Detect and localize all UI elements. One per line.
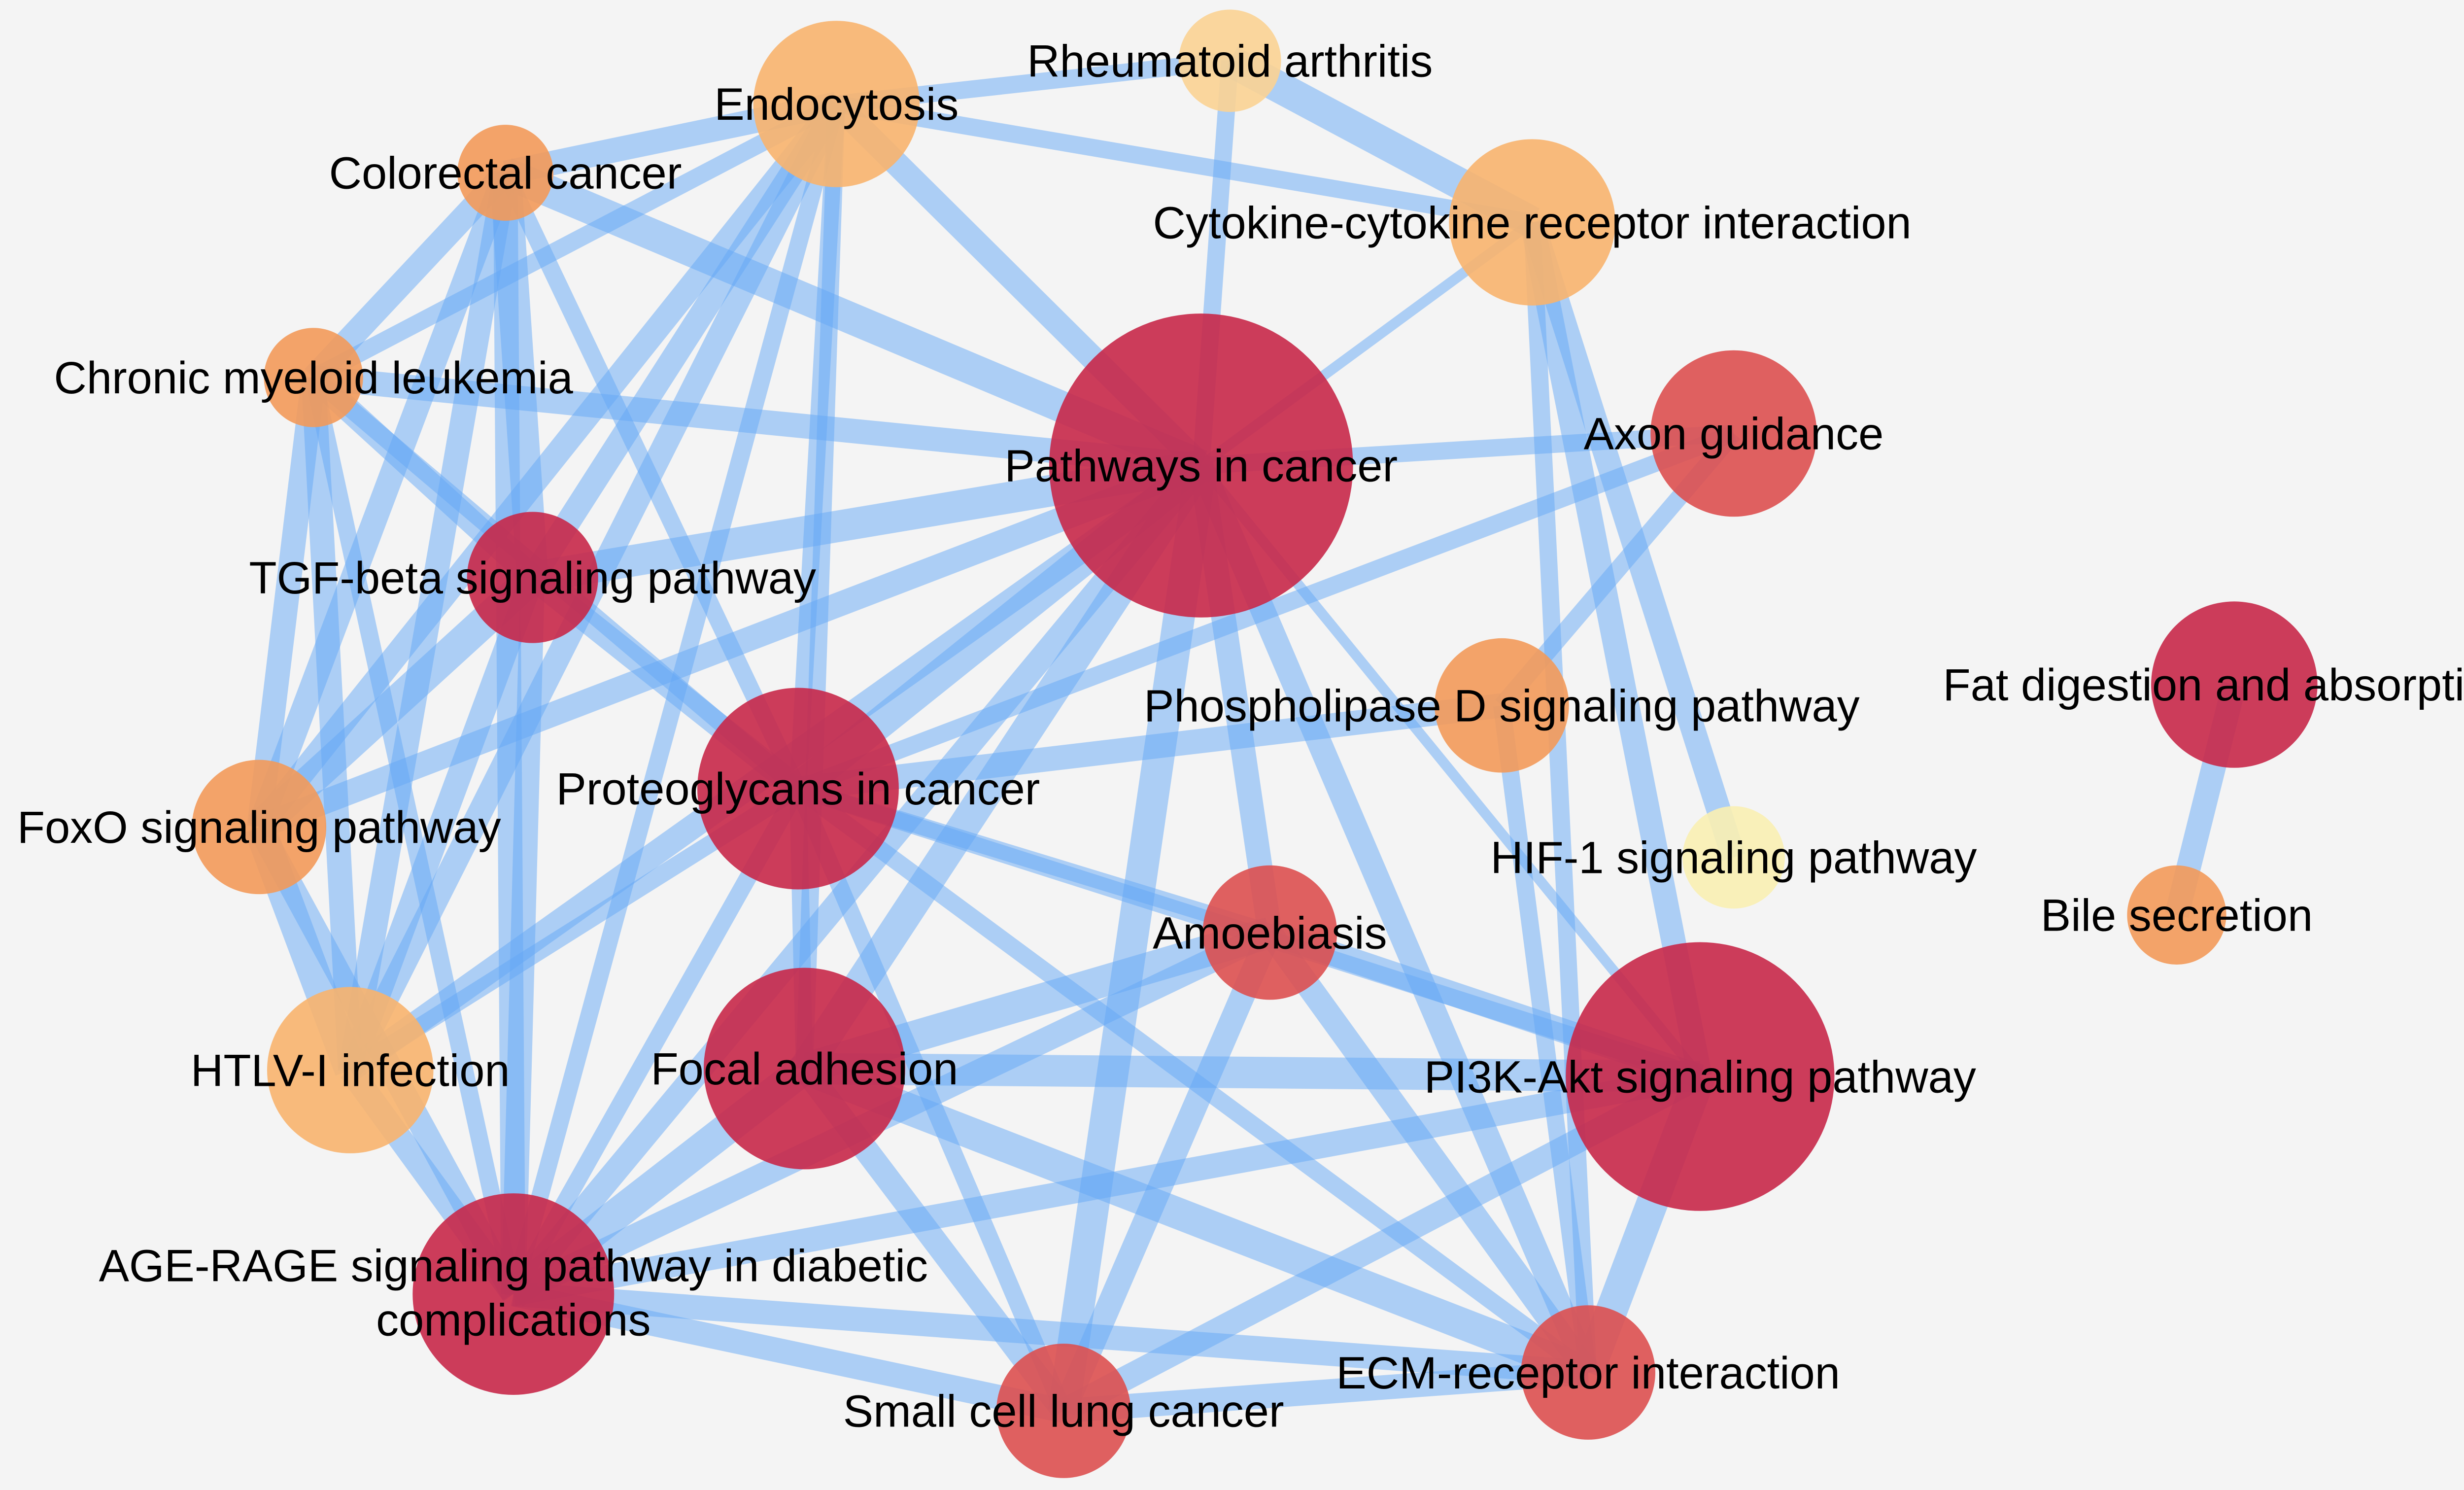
edge-cml-htlv (301, 377, 363, 1071)
edge-cytokine-pi3k (1520, 220, 1712, 1079)
edge-axon-proteo (795, 425, 1737, 797)
edge-colorectal-htlv (338, 171, 517, 1073)
node-label-tgf: TGF-beta signaling pathway (249, 553, 816, 603)
labels-layer: Endocytosis Rheumatoid arthritisColorecta… (17, 36, 2464, 1437)
edge-colorectal-proteo (497, 169, 806, 793)
node-label-amoeb: Amoebiasis (1153, 908, 1387, 958)
node-pld[interactable] (1435, 638, 1569, 773)
edge-ecm-sclc (1062, 1360, 1589, 1423)
node-label-cytokine: Cytokine-cytokine receptor interaction (1153, 198, 1912, 248)
node-ecm[interactable] (1521, 1305, 1655, 1440)
nodes-layer (192, 9, 2318, 1478)
edge-pathways-sclc (1048, 463, 1217, 1414)
node-label-pathways: Pathways in cancer (1004, 441, 1398, 491)
node-label-endocytosis: Endocytosis (714, 79, 958, 130)
edge-endocytosis-foxo (249, 96, 846, 835)
node-label-htlv: HTLV-I infection (191, 1045, 510, 1096)
edge-pathways-foxo (254, 454, 1206, 839)
node-label-bile: Bile secretion (2041, 891, 2313, 941)
edge-amoeb-ecm (1260, 925, 1598, 1380)
node-label-sclc: Small cell lung cancer (843, 1386, 1284, 1437)
edges-layer (244, 47, 2246, 1423)
node-endocytosis[interactable] (753, 21, 920, 187)
node-pathways[interactable] (1049, 313, 1353, 618)
node-cml[interactable] (264, 328, 363, 427)
node-amoeb[interactable] (1202, 865, 1337, 1000)
node-foxo[interactable] (192, 760, 327, 895)
edge-colorectal-foxo (247, 168, 517, 832)
node-label-colorectal: Colorectal cancer (329, 148, 682, 199)
node-label-pld: Phospholipase D signaling pathway (1144, 681, 1860, 731)
node-bile[interactable] (2127, 865, 2226, 965)
node-pi3k[interactable] (1566, 942, 1835, 1211)
edge-cytokine-ecm (1523, 222, 1597, 1373)
node-proteo[interactable] (697, 688, 899, 890)
node-label-ecm: ECM-receptor interaction (1336, 1348, 1840, 1398)
node-label-hif: HIF-1 signaling pathway (1491, 833, 1977, 883)
edge-focal-ecm (798, 1054, 1594, 1387)
edge-pld-ecm (1493, 704, 1597, 1374)
edge-cml-foxo (247, 376, 326, 829)
edge-tgf-age (501, 577, 545, 1295)
node-label-foxo: FoxO signaling pathway (17, 802, 501, 853)
node-label-rheumatoid: Rheumatoid arthritis (1027, 36, 1433, 87)
node-cytokine[interactable] (1449, 139, 1615, 306)
node-tgf[interactable] (467, 512, 598, 643)
node-label-line: AGE-RAGE signaling pathway in diabetic (99, 1241, 928, 1291)
node-fat[interactable] (2151, 601, 2318, 768)
edge-pathways-age (504, 457, 1211, 1302)
node-label-proteo: Proteoglycans in cancer (556, 764, 1040, 814)
node-htlv[interactable] (267, 987, 434, 1153)
node-colorectal[interactable] (457, 125, 553, 221)
node-label-pi3k: PI3K-Akt signaling pathway (1424, 1052, 1976, 1102)
edge-endocytosis-cytokine (835, 95, 1534, 231)
node-age[interactable] (412, 1193, 615, 1395)
edge-cml-age (305, 376, 522, 1296)
edge-pld-proteo (796, 693, 1504, 801)
edge-endocytosis-cml (309, 96, 841, 385)
node-axon[interactable] (1650, 350, 1817, 517)
node-label-focal: Focal adhesion (650, 1044, 958, 1094)
node-rheumatoid[interactable] (1178, 9, 1281, 112)
node-label-axon: Axon guidance (1584, 409, 1884, 459)
edge-tgf-htlv (339, 573, 544, 1074)
edge-endocytosis-focal (795, 104, 845, 1069)
edge-focal-pi3k (804, 1052, 1701, 1093)
node-label-fat: Fat digestion and absorptic (1943, 660, 2464, 710)
edge-ecm-age (512, 1282, 1589, 1385)
node-label-cml: Chronic myeloid leukemia (54, 353, 573, 403)
node-focal[interactable] (703, 968, 905, 1170)
edge-pi3k-age (511, 1064, 1703, 1306)
node-label-line: complications (376, 1295, 650, 1346)
node-hif[interactable] (1682, 806, 1785, 909)
node-sclc[interactable] (996, 1344, 1131, 1478)
